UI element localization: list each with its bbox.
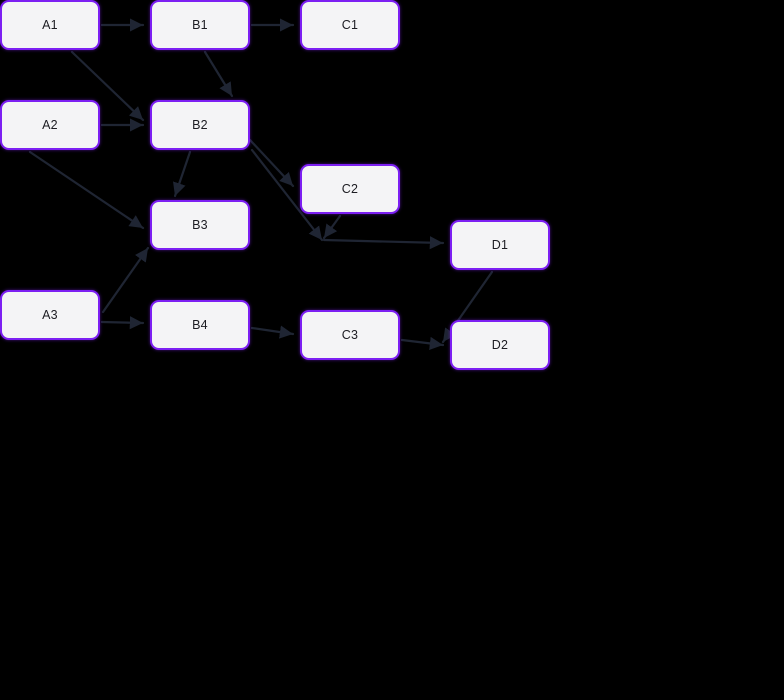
edge-b1-to-b2 [203,50,234,98]
edge-b2-to-b3 [173,150,192,198]
edge-b2-to-jx [250,148,324,242]
node-b1[interactable]: B1 [150,0,250,50]
node-label: C2 [341,182,359,196]
node-c3[interactable]: C3 [300,310,400,360]
node-c2[interactable]: C2 [300,164,400,214]
node-d2[interactable]: D2 [450,320,550,370]
node-label: D1 [491,238,509,252]
edge-c3-to-d2 [400,336,445,350]
node-label: B1 [192,18,208,32]
node-label: A3 [42,308,58,322]
node-label: A2 [42,118,58,132]
edge-b2-to-c2 [248,138,295,188]
node-label: B4 [192,318,208,332]
node-b3[interactable]: B3 [150,200,250,250]
edge-jx-to-d1 [322,236,445,250]
edge-a2-to-b3 [28,150,145,230]
node-b2[interactable]: B2 [150,100,250,150]
edges [28,18,494,350]
node-c1[interactable]: C1 [300,0,400,50]
node-label: C1 [341,18,359,32]
node-a2[interactable]: A2 [0,100,100,150]
edge-a3-to-b3 [101,246,150,314]
edge-a1-to-b2 [70,50,145,122]
edge-a3-to-b4 [100,316,145,330]
node-a3[interactable]: A3 [0,290,100,340]
node-label: C3 [341,328,359,342]
node-label: D2 [491,338,509,352]
edge-c2-to-jx [322,214,342,240]
node-b4[interactable]: B4 [150,300,250,350]
node-a1[interactable]: A1 [0,0,100,50]
node-d1[interactable]: D1 [450,220,550,270]
node-label: B3 [192,218,208,232]
node-label: B2 [192,118,208,132]
node-label: A1 [42,18,58,32]
edge-b4-to-c3 [250,325,295,339]
